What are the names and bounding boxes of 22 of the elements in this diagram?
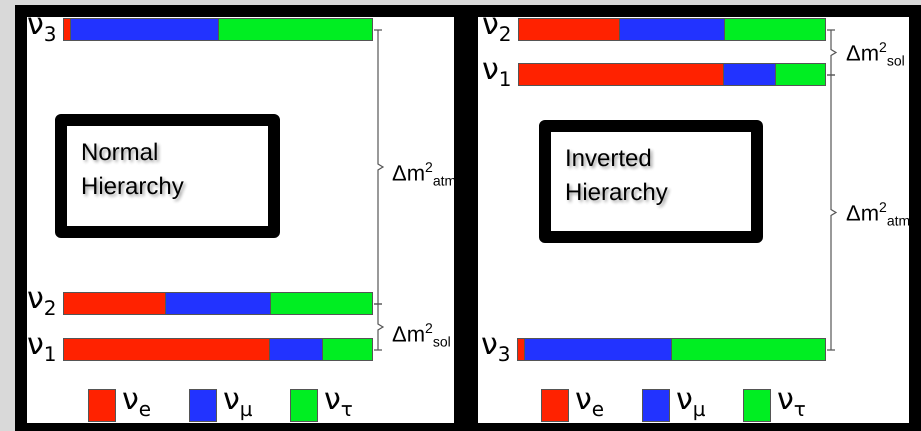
mixing-bar — [518, 63, 826, 86]
mixing-bar — [517, 338, 826, 361]
bar-label: ν$_{1}$ — [482, 55, 512, 93]
mixing-bar — [63, 338, 373, 361]
mixing-bar — [63, 18, 373, 41]
legend-label: ν$_{τ}$ — [324, 385, 353, 423]
legend-label: ν$_{μ}$ — [676, 385, 706, 423]
legend-label: ν$_{μ}$ — [223, 385, 252, 423]
legend-label: ν$_{τ}$ — [777, 385, 806, 423]
diagram-panel — [466, 5, 921, 431]
hierarchy-label: Normal Hierarchy — [55, 114, 280, 238]
bar-label: ν$_{3}$ — [27, 10, 56, 48]
diagram-panel — [15, 5, 466, 431]
hierarchy-label: Inverted Hierarchy — [539, 120, 763, 243]
bar-label: ν$_{1}$ — [27, 330, 56, 368]
bar-label: ν$_{2}$ — [482, 10, 512, 48]
bar-label: ν$_{3}$ — [481, 330, 510, 368]
mixing-bar — [63, 292, 373, 315]
legend-label: ν$_{e}$ — [122, 385, 152, 423]
bar-label: ν$_{2}$ — [27, 284, 56, 322]
legend-label: ν$_{e}$ — [575, 385, 604, 423]
mixing-bar — [518, 18, 826, 41]
